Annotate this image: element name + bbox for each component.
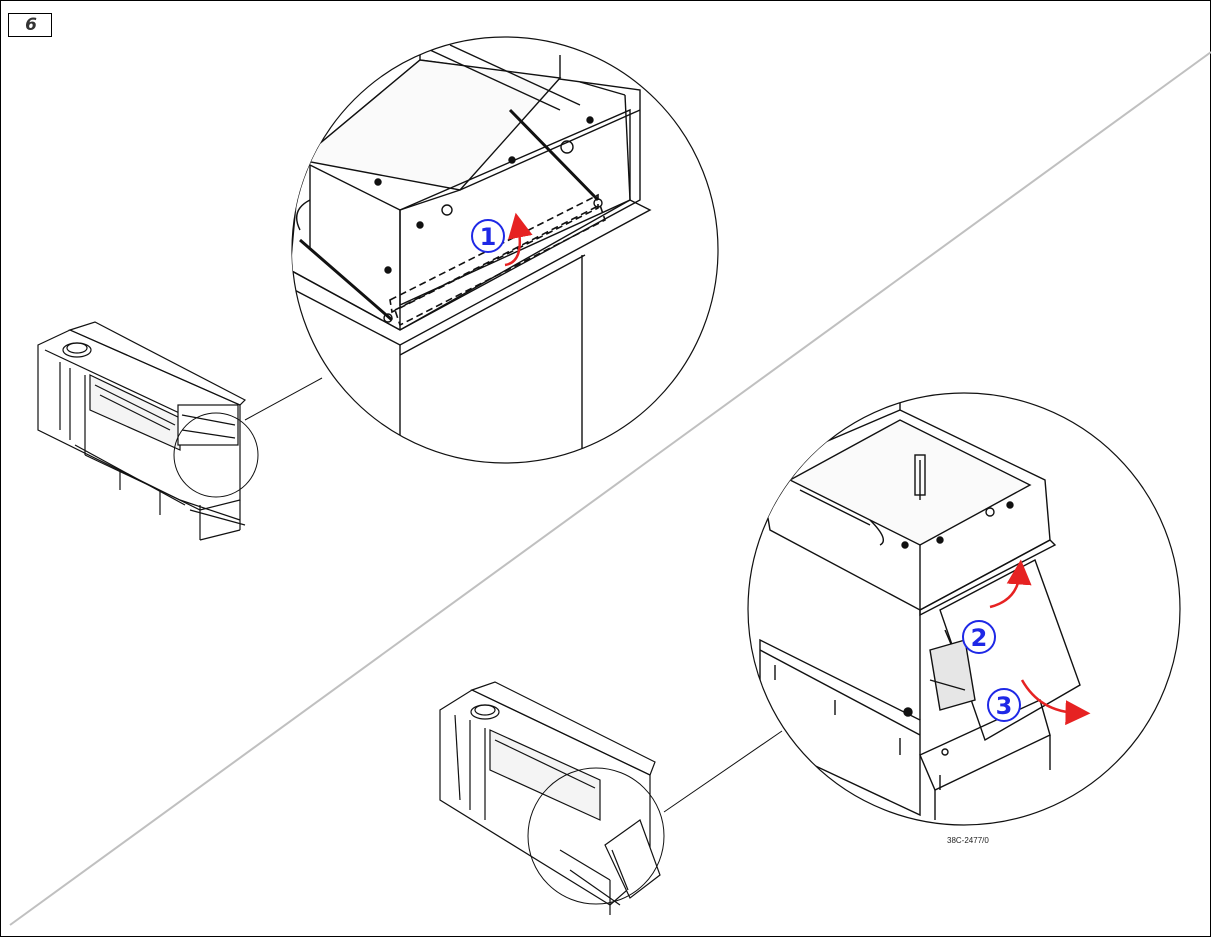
- red-arrow-2: [989, 559, 1032, 609]
- red-arrow-3: [1020, 679, 1091, 726]
- callout-3: 3: [987, 688, 1021, 722]
- leader-line-bottom: [663, 730, 783, 813]
- drawing-reference-code: 38C-2477/0: [947, 836, 989, 845]
- zoom-ring-top-small: [173, 412, 259, 498]
- red-arrow-1: [504, 212, 533, 267]
- step-number-box: 6: [8, 13, 52, 37]
- diagonal-divider: [9, 51, 1211, 926]
- zoom-ring-bottom-small: [527, 767, 665, 905]
- leader-line-top: [244, 377, 323, 421]
- callout-2: 2: [962, 620, 996, 654]
- fireplace-small-top: [37, 321, 247, 541]
- step-number: 6: [25, 15, 37, 35]
- callout-1: 1: [471, 219, 505, 253]
- fireplace-small-bottom: [439, 681, 661, 915]
